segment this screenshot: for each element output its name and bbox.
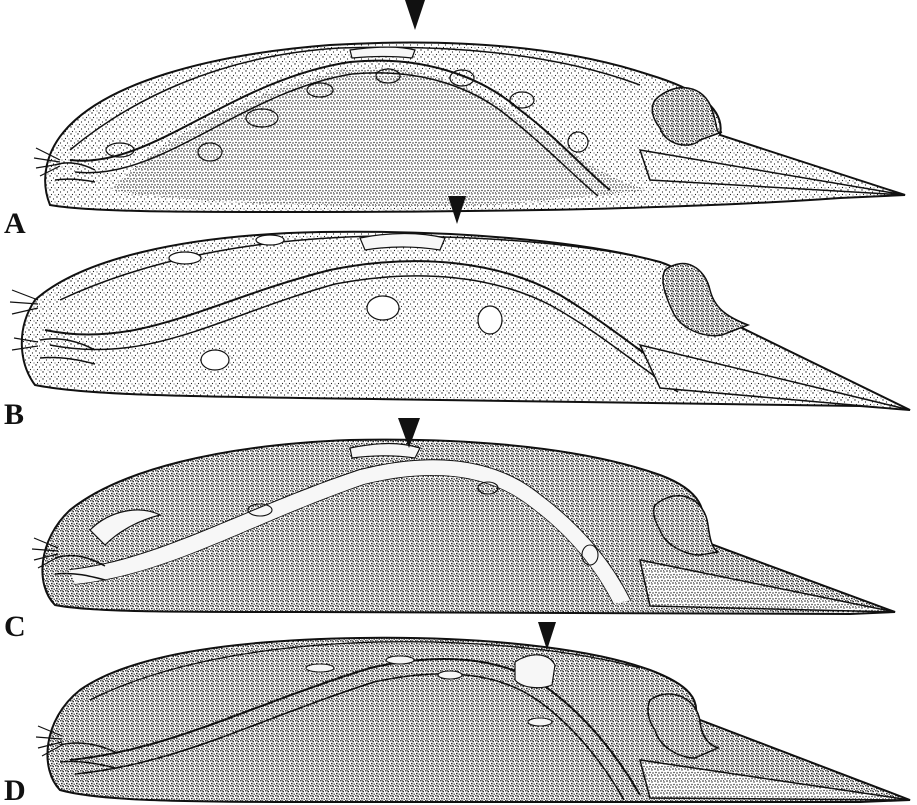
panel-b-vacuole <box>169 252 201 264</box>
panel-b-vacuole <box>367 296 399 320</box>
arrowhead-down-icon <box>405 0 425 30</box>
panel-label-a: A <box>4 207 26 240</box>
panel-b-vacuole <box>256 235 284 245</box>
panel-d-vacuole <box>528 718 552 726</box>
panel-label-c: C <box>4 610 26 643</box>
panel-label-b: B <box>4 398 24 431</box>
panel-d: D <box>4 622 910 805</box>
panel-c: C <box>4 418 895 643</box>
panel-b-pale-region <box>360 234 445 251</box>
panel-b-vacuole <box>478 306 502 334</box>
panel-d-pale-region <box>515 655 555 688</box>
panel-b: B <box>4 196 910 431</box>
panel-d-vacuole <box>438 671 462 679</box>
panel-d-vacuole <box>306 664 334 672</box>
panel-b-vacuole <box>201 350 229 370</box>
panel-a-pale-region <box>350 47 415 58</box>
panel-label-d: D <box>4 774 26 805</box>
panel-d-vacuole <box>386 656 414 664</box>
